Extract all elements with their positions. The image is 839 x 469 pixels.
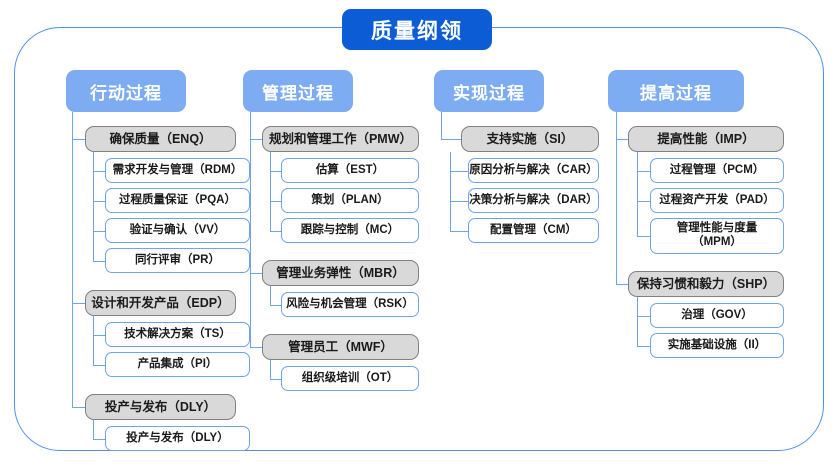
column-header-action[interactable]: 行动过程 xyxy=(66,70,186,112)
leaf-node[interactable]: 同行评审（PR） xyxy=(105,248,250,273)
group-node-mwf[interactable]: 管理员工（MWF） xyxy=(262,334,419,360)
leaf-node[interactable]: 决策分析与解决（DAR） xyxy=(468,188,599,213)
connector-column-trunk xyxy=(616,112,618,284)
leaf-node[interactable]: 策划（PLAN） xyxy=(281,188,419,213)
column-header-implement[interactable]: 实现过程 xyxy=(434,70,544,112)
leaf-node[interactable]: 管理性能与度量 （MPM） xyxy=(650,218,784,254)
connector-branch-to-leaf xyxy=(93,170,105,172)
leaf-node[interactable]: 投产与发布（DLY） xyxy=(105,426,250,451)
leaf-node[interactable]: 跟踪与控制（MC） xyxy=(281,218,419,243)
connector-branch-to-leaf xyxy=(93,438,105,440)
connector-group-spine xyxy=(450,152,452,231)
connector-trunk-to-group xyxy=(616,284,628,286)
connector-trunk-to-group xyxy=(250,139,262,141)
connector-column-trunk xyxy=(72,112,74,407)
leaf-node[interactable]: 风险与机会管理（RSK） xyxy=(281,292,419,317)
leaf-node[interactable]: 实施基础设施（II） xyxy=(650,333,784,358)
connector-trunk-to-group xyxy=(250,273,262,275)
connector-branch-to-leaf xyxy=(637,200,650,202)
connector-group-spine xyxy=(93,152,95,261)
connector-branch-to-leaf xyxy=(450,170,468,172)
group-node-mbr[interactable]: 管理业务弹性（MBR） xyxy=(262,260,419,286)
connector-trunk-to-group xyxy=(250,347,262,349)
connector-group-spine xyxy=(637,152,639,236)
group-node-enq[interactable]: 确保质量（ENQ） xyxy=(85,126,236,152)
leaf-node[interactable]: 组织级培训（OT） xyxy=(281,366,419,391)
leaf-node[interactable]: 配置管理（CM） xyxy=(468,218,599,243)
leaf-node[interactable]: 产品集成（PI） xyxy=(105,352,250,377)
leaf-node[interactable]: 验证与确认（VV） xyxy=(105,218,250,243)
connector-trunk-to-group xyxy=(72,407,85,409)
leaf-node[interactable]: 技术解决方案（TS） xyxy=(105,322,250,347)
column-header-manage[interactable]: 管理过程 xyxy=(243,70,353,112)
connector-branch-to-leaf xyxy=(93,200,105,202)
connector-branch-to-leaf xyxy=(270,304,281,306)
leaf-node[interactable]: 需求开发与管理（RDM） xyxy=(105,158,250,183)
connector-trunk-to-group xyxy=(72,303,85,305)
connector-branch-to-leaf xyxy=(637,170,650,172)
group-node-dly[interactable]: 投产与发布（DLY） xyxy=(85,394,236,420)
leaf-node[interactable]: 估算（EST） xyxy=(281,158,419,183)
leaf-node[interactable]: 过程质量保证（PQA） xyxy=(105,188,250,213)
connector-group-spine xyxy=(93,316,95,365)
leaf-node[interactable]: 过程资产开发（PAD） xyxy=(650,188,784,213)
connector-branch-to-leaf xyxy=(270,230,281,232)
connector-column-trunk xyxy=(441,112,443,139)
connector-branch-to-leaf xyxy=(270,200,281,202)
connector-branch-to-leaf xyxy=(93,364,105,366)
connector-trunk-to-group xyxy=(72,139,85,141)
connector-column-trunk xyxy=(250,112,252,347)
connector-group-spine xyxy=(270,286,272,305)
leaf-node[interactable]: 原因分析与解决（CAR） xyxy=(468,158,599,183)
connector-trunk-to-group xyxy=(441,139,461,141)
connector-group-spine xyxy=(270,152,272,231)
leaf-node[interactable]: 过程管理（PCM） xyxy=(650,158,784,183)
root-title: 质量纲领 xyxy=(342,9,492,50)
connector-branch-to-leaf xyxy=(450,230,468,232)
connector-branch-to-leaf xyxy=(637,236,650,238)
connector-branch-to-leaf xyxy=(637,345,650,347)
connector-branch-to-leaf xyxy=(450,200,468,202)
connector-branch-to-leaf xyxy=(270,170,281,172)
connector-branch-to-leaf xyxy=(270,378,281,380)
connector-branch-to-leaf xyxy=(93,260,105,262)
connector-group-spine xyxy=(270,360,272,379)
connector-group-spine xyxy=(93,420,95,439)
connector-branch-to-leaf xyxy=(637,315,650,317)
connector-trunk-to-group xyxy=(616,139,628,141)
group-node-pmw[interactable]: 规划和管理工作（PMW） xyxy=(262,126,419,152)
group-node-imp[interactable]: 提高性能（IMP） xyxy=(628,126,784,152)
connector-branch-to-leaf xyxy=(93,334,105,336)
group-node-edp[interactable]: 设计和开发产品（EDP） xyxy=(85,290,236,316)
leaf-node[interactable]: 治理（GOV） xyxy=(650,303,784,328)
connector-branch-to-leaf xyxy=(93,230,105,232)
connector-group-spine xyxy=(637,297,639,346)
group-node-shp[interactable]: 保持习惯和毅力（SHP） xyxy=(628,271,784,297)
column-header-improve[interactable]: 提高过程 xyxy=(608,70,744,112)
group-node-si[interactable]: 支持实施（SI） xyxy=(461,126,599,152)
